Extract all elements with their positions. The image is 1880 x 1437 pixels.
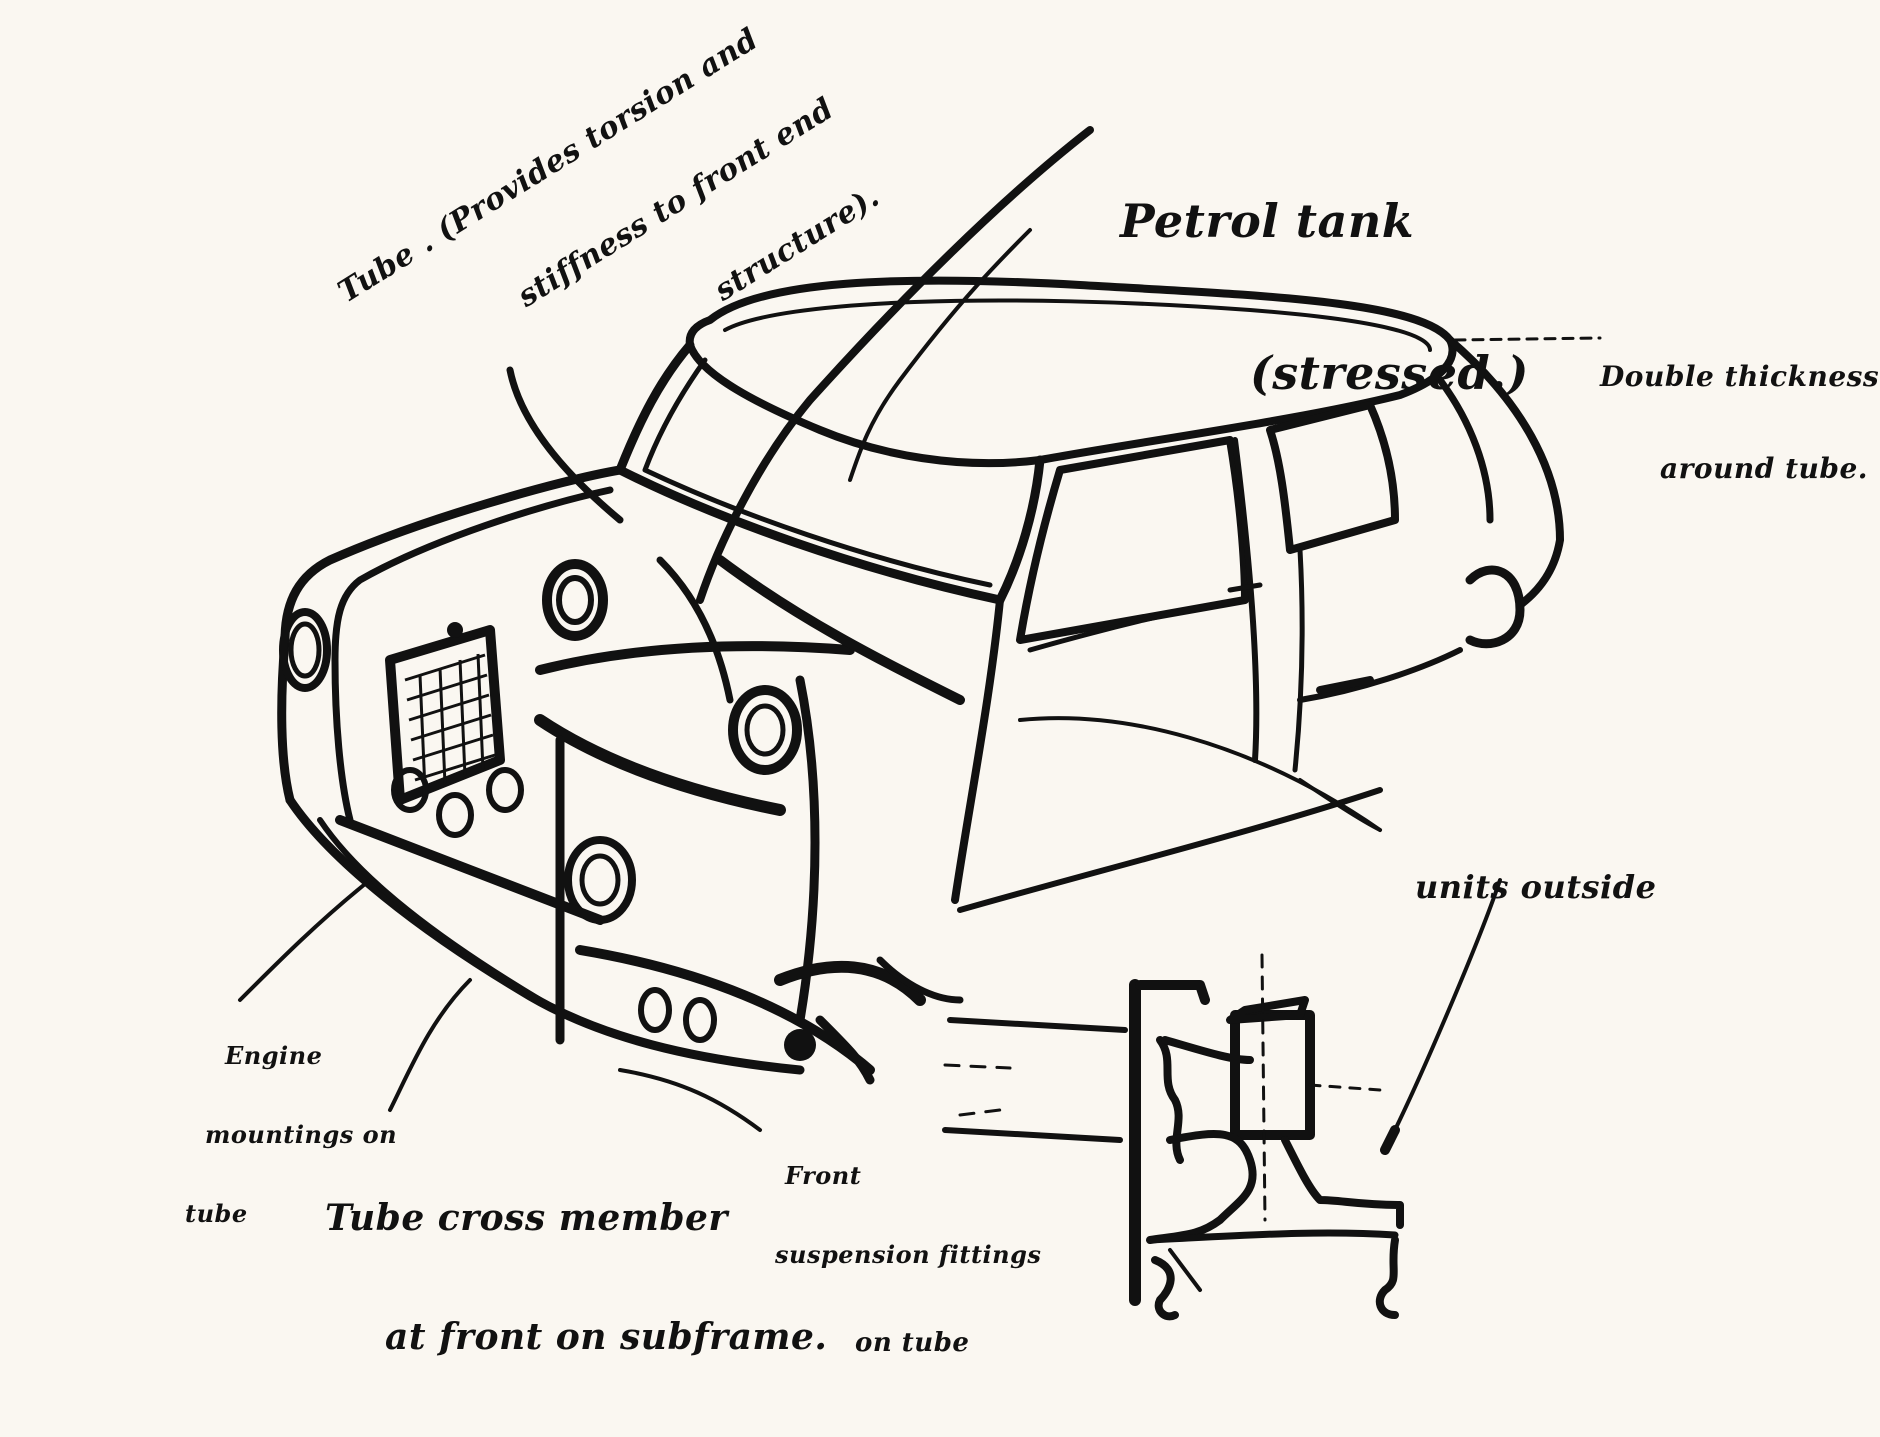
- annotation-tube-cross-member: Tube cross member at front on subframe.: [325, 1120, 827, 1437]
- annotation-tube-line-3: structure).: [708, 179, 886, 309]
- annotation-engine-line-3: tube: [185, 1199, 248, 1229]
- mini-car-sketch: [238, 126, 1602, 1321]
- annotation-engine-mountings: Engine mountings on tube: [185, 990, 397, 1280]
- leader-lines: [238, 228, 1602, 1142]
- suspension-detail-sketch: [942, 953, 1404, 1321]
- annotation-front-suspension: Front suspension fittings on tube: [775, 1110, 1041, 1411]
- front-tube: [506, 126, 1094, 604]
- windscreen: [615, 340, 1045, 605]
- annotation-units-outside: units outside: [1415, 800, 1656, 976]
- annotation-tube-line-2: stiffness to front end: [511, 91, 840, 315]
- annotation-double-thickness-line-1: Double thickness: [1600, 359, 1880, 393]
- annotation-front-suspension-line-1: Front: [785, 1160, 862, 1190]
- annotation-units-outside-line-1: units outside: [1415, 868, 1657, 907]
- annotation-petrol-tank-line-2: (stressed.): [1250, 345, 1529, 400]
- annotation-double-thickness: Double thickness around tube.: [1600, 300, 1879, 546]
- annotation-petrol-tank-line-1: Petrol tank: [1120, 194, 1415, 249]
- radiator-grille: [385, 622, 505, 805]
- annotation-front-suspension-line-3: on tube: [855, 1328, 970, 1359]
- annotation-double-thickness-line-2: around tube.: [1660, 451, 1869, 485]
- annotation-engine-line-1: Engine: [225, 1040, 323, 1070]
- annotation-front-suspension-line-2: suspension fittings: [775, 1239, 1042, 1269]
- engine-bay: [335, 555, 965, 1085]
- body-side: [951, 336, 1564, 913]
- annotation-engine-line-2: mountings on: [205, 1119, 398, 1149]
- front-wings: [277, 465, 805, 1075]
- sketch-page: Tube . (Provides torsion and stiffness t…: [185, 21, 1879, 1358]
- annotation-cross-member-line-2: at front on subframe.: [385, 1315, 828, 1358]
- annotation-cross-member-line-1: Tube cross member: [325, 1197, 728, 1240]
- side-windows: [1016, 376, 1494, 773]
- annotation-petrol-tank: Petrol tank (stressed.): [1120, 95, 1529, 500]
